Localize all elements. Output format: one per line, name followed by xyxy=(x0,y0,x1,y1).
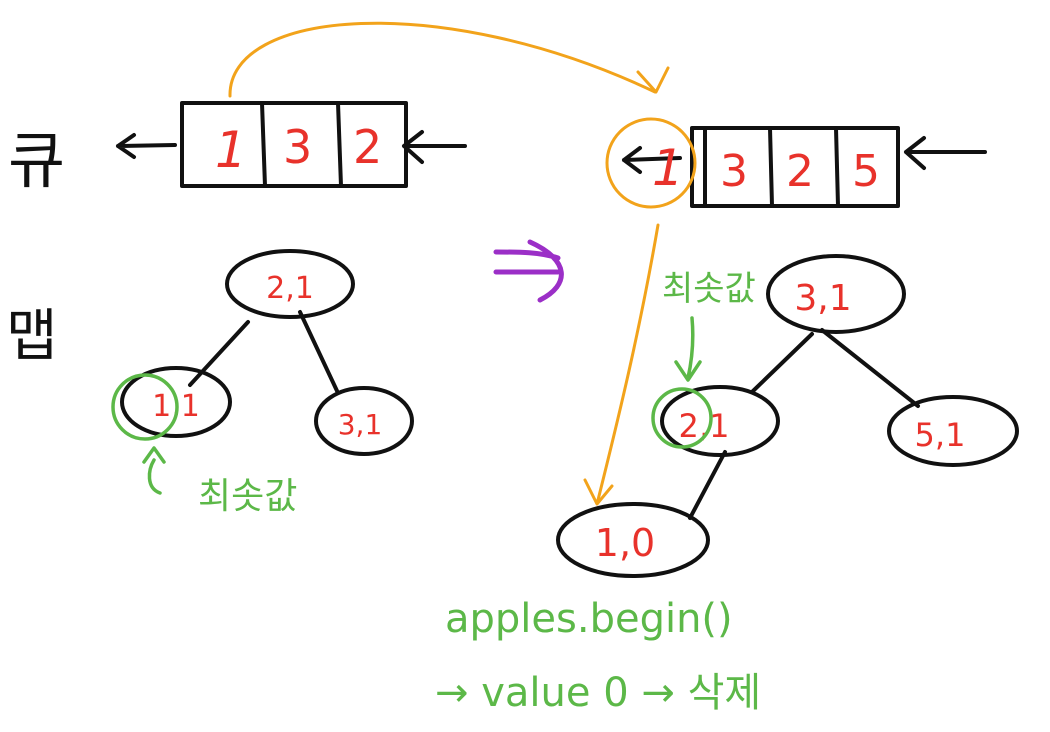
right-node-root-label: 3,1 xyxy=(794,278,851,319)
left-node-root-label: 2,1 xyxy=(266,271,314,306)
orange-top-arc xyxy=(228,21,670,98)
right-queue-cell-4: 5 xyxy=(852,146,880,197)
left-node-left xyxy=(120,366,232,438)
left-min-circle xyxy=(111,373,179,441)
left-queue-divider-2 xyxy=(336,101,343,188)
left-tree: 2,1 1,1 3,1 최솟값 xyxy=(111,249,414,517)
left-node-right-label: 3,1 xyxy=(338,408,383,441)
orange-down-arrow xyxy=(583,223,660,506)
right-node-leaf-label: 1,0 xyxy=(595,521,655,565)
right-queue-cell-1: 1 xyxy=(652,139,684,197)
left-queue-enter-arrow xyxy=(402,130,467,164)
right-edge-root-left xyxy=(750,332,814,394)
left-edge-root-right xyxy=(298,310,340,395)
left-queue-cell-3: 2 xyxy=(353,120,382,174)
queue-label: 큐 xyxy=(8,124,65,197)
right-queue: 1 3 2 5 xyxy=(605,117,987,209)
right-queue-cell-3: 2 xyxy=(786,146,814,197)
right-node-right xyxy=(887,395,1019,467)
transition-arrow xyxy=(493,239,564,303)
right-edge-root-right xyxy=(820,328,920,408)
map-label: 맵 xyxy=(6,304,58,369)
left-node-right xyxy=(314,386,414,456)
right-queue-divider-2 xyxy=(768,126,774,208)
right-queue-box xyxy=(690,126,900,208)
left-node-root xyxy=(225,249,355,319)
right-min-arrow xyxy=(674,316,702,382)
right-tree: 3,1 2,1 5,1 1,0 최솟값 xyxy=(556,254,1019,578)
left-queue-exit-arrow xyxy=(116,133,177,159)
right-min-circle xyxy=(651,387,713,449)
right-edge-left-leaf xyxy=(688,450,727,520)
note-line-1: apples.begin() xyxy=(445,596,733,642)
left-queue: 1 3 2 xyxy=(116,101,467,188)
left-min-arrow xyxy=(142,446,166,495)
left-min-label: 최솟값 xyxy=(198,476,297,517)
right-queue-front-circle xyxy=(605,117,697,209)
left-queue-cell-2: 3 xyxy=(283,120,312,174)
right-queue-exit-arrow xyxy=(622,146,682,174)
transition-arrow-shape xyxy=(493,239,564,303)
note-line-2: → value 0 → 삭제 xyxy=(435,670,761,716)
right-node-left xyxy=(660,385,780,457)
left-edge-root-left xyxy=(188,320,250,387)
right-node-root xyxy=(766,254,906,334)
left-queue-cell-1: 1 xyxy=(215,121,247,179)
right-node-leaf xyxy=(556,502,710,578)
left-queue-divider-1 xyxy=(260,101,267,188)
right-queue-enter-arrow xyxy=(904,136,987,170)
right-queue-cell-2: 3 xyxy=(720,146,748,197)
right-node-right-label: 5,1 xyxy=(915,416,966,454)
right-queue-divider-3 xyxy=(834,126,840,208)
right-min-label: 최솟값 xyxy=(662,269,756,309)
